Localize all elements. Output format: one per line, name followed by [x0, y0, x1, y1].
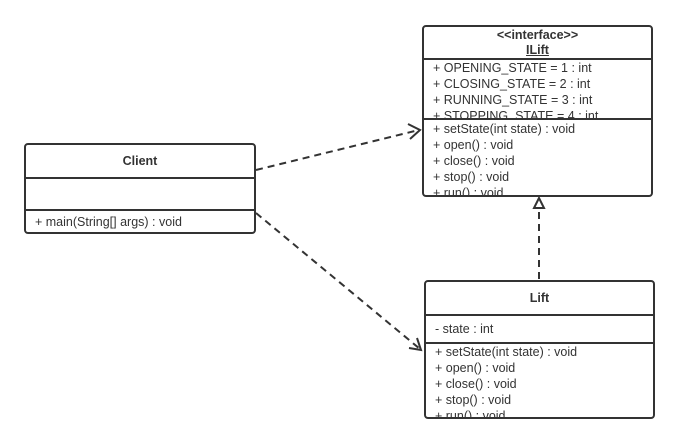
arrowhead-open-icon: [407, 123, 422, 140]
arrowhead-triangle-icon: [532, 195, 546, 209]
method: + setState(int state) : void: [435, 345, 578, 359]
stereotype: <<interface>>: [496, 28, 579, 42]
class-name: Client: [122, 154, 158, 168]
dependency-client-ilift: [255, 129, 420, 171]
class-lift[interactable]: Lift - state : int + setState(int state)…: [424, 280, 655, 419]
class-header: <<interface>> ILift: [424, 27, 651, 58]
method: + open() : void: [435, 361, 516, 375]
attribute: + CLOSING_STATE = 2 : int: [433, 77, 591, 91]
method: + run() : void: [433, 186, 504, 195]
attributes-section: [26, 177, 254, 211]
attributes-section: - state : int: [426, 314, 653, 344]
attribute: + RUNNING_STATE = 3 : int: [433, 93, 593, 107]
method: + main(String[] args) : void: [35, 215, 182, 229]
methods-section: + setState(int state) : void + open() : …: [426, 342, 653, 417]
method: + close() : void: [435, 377, 517, 391]
class-name: Lift: [529, 291, 550, 305]
class-client[interactable]: Client + main(String[] args) : void: [24, 143, 256, 234]
class-ilift[interactable]: <<interface>> ILift + OPENING_STATE = 1 …: [422, 25, 653, 197]
dependency-client-lift: [255, 212, 421, 350]
method: + open() : void: [433, 138, 514, 152]
method: + close() : void: [433, 154, 515, 168]
attribute: + OPENING_STATE = 1 : int: [433, 61, 592, 75]
class-header: Lift: [426, 282, 653, 314]
method: + stop() : void: [433, 170, 510, 184]
method: + setState(int state) : void: [433, 122, 576, 136]
attribute: + STOPPING_STATE = 4 : int: [433, 109, 599, 120]
methods-section: + main(String[] args) : void: [26, 209, 254, 232]
arrowhead-open-icon: [408, 337, 423, 352]
class-header: Client: [26, 145, 254, 177]
method: + stop() : void: [435, 393, 512, 407]
class-name: ILift: [526, 43, 549, 57]
attribute: - state : int: [435, 322, 494, 336]
methods-section: + setState(int state) : void + open() : …: [424, 118, 651, 195]
method: + run() : void: [435, 409, 506, 417]
attributes-section: + OPENING_STATE = 1 : int + CLOSING_STAT…: [424, 58, 651, 120]
